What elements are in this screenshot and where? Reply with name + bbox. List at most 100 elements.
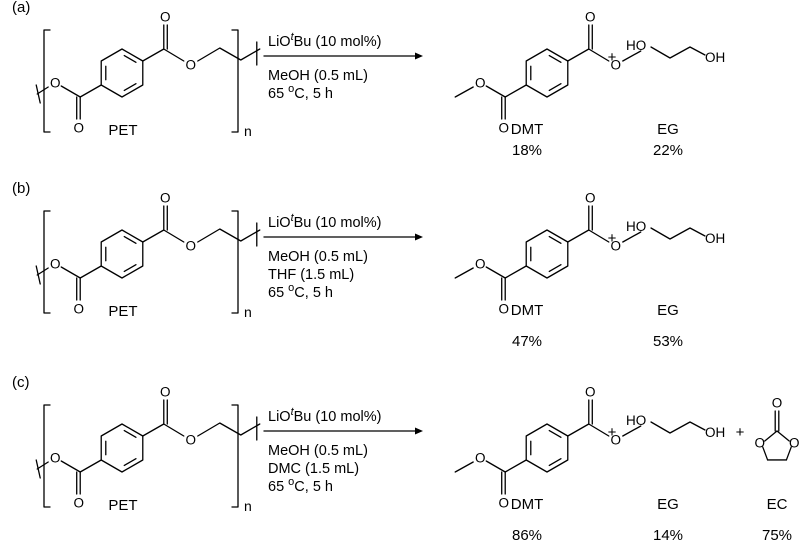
degree-superscript: o bbox=[288, 282, 294, 294]
condition-line: MeOH (0.5 mL) bbox=[268, 68, 368, 84]
ethylene-glycol-chain bbox=[650, 46, 706, 59]
polymer-name: PET bbox=[108, 303, 137, 320]
product-name-eg: EG bbox=[657, 121, 679, 138]
bond bbox=[567, 48, 590, 62]
right-bracket bbox=[231, 210, 239, 314]
polymer-end bbox=[36, 267, 49, 276]
bond bbox=[163, 48, 185, 62]
yield-dmt: 18% bbox=[512, 142, 542, 159]
aromatic-bond bbox=[123, 83, 137, 92]
reagent-superscript: t bbox=[291, 212, 295, 224]
benzene-ring bbox=[525, 423, 569, 473]
ester-oxygen: O bbox=[611, 58, 622, 73]
reagent-text: Bu (10 mol%) bbox=[294, 34, 382, 50]
benzene-ring bbox=[100, 423, 144, 473]
benzene-ring bbox=[100, 48, 144, 98]
benzene-ring bbox=[525, 48, 569, 98]
left-bracket bbox=[43, 210, 51, 314]
degree-superscript: o bbox=[288, 83, 294, 95]
bond bbox=[60, 266, 81, 279]
yield-ec: 75% bbox=[762, 527, 792, 544]
carbonyl-oxygen: O bbox=[772, 396, 783, 411]
wavy-bond-cut bbox=[35, 84, 41, 104]
row-label: (a) bbox=[12, 0, 30, 16]
yield-eg: 14% bbox=[653, 527, 683, 544]
aromatic-bond bbox=[548, 264, 562, 273]
bond bbox=[504, 265, 527, 279]
aromatic-bond bbox=[123, 264, 137, 273]
arrow-head bbox=[415, 52, 423, 60]
bond bbox=[485, 85, 506, 98]
methyl-bond bbox=[622, 231, 642, 243]
product-name-dmt: DMT bbox=[511, 496, 544, 513]
carbonyl-oxygen: O bbox=[498, 121, 509, 136]
aromatic-bond bbox=[548, 235, 562, 244]
row-label: (c) bbox=[12, 374, 30, 391]
bond bbox=[567, 423, 590, 437]
reagent-label: LiOtBu (10 mol%) bbox=[268, 212, 381, 231]
reagent-text: LiO bbox=[268, 215, 291, 231]
yield-dmt: 86% bbox=[512, 527, 542, 544]
yield-eg: 22% bbox=[653, 142, 683, 159]
ester-oxygen: O bbox=[186, 239, 197, 254]
polymer-end bbox=[36, 461, 49, 470]
ethylene-glycol-chain bbox=[650, 227, 706, 240]
carbonyl-oxygen: O bbox=[498, 496, 509, 511]
hydroxyl-label: HO bbox=[626, 219, 646, 234]
carbonyl-oxygen: O bbox=[73, 302, 84, 317]
repeat-subscript-n: n bbox=[244, 304, 252, 320]
hydroxyl-label: HO bbox=[626, 38, 646, 53]
ester-oxygen: O bbox=[50, 76, 61, 91]
product-name-dmt: DMT bbox=[511, 121, 544, 138]
ring-bond bbox=[785, 446, 792, 461]
arrow-head bbox=[415, 427, 423, 435]
hydroxyl-label: OH bbox=[705, 50, 725, 65]
ester-oxygen: O bbox=[611, 433, 622, 448]
carbonyl-oxygen: O bbox=[160, 191, 171, 206]
aromatic-bond bbox=[548, 429, 562, 438]
reagent-label: LiOtBu (10 mol%) bbox=[268, 406, 381, 425]
arrow-head bbox=[415, 233, 423, 241]
plus-sign: + bbox=[736, 424, 745, 441]
bond bbox=[142, 423, 165, 437]
benzene-ring bbox=[525, 229, 569, 279]
carbonyl-oxygen: O bbox=[498, 302, 509, 317]
right-bracket bbox=[231, 29, 239, 133]
product-name-ec: EC bbox=[767, 496, 788, 513]
aromatic-bond bbox=[123, 429, 137, 438]
condition-text: 65 bbox=[268, 479, 288, 495]
bond bbox=[79, 265, 102, 279]
ester-oxygen: O bbox=[611, 239, 622, 254]
aromatic-bond bbox=[548, 54, 562, 63]
wavy-bond-cut bbox=[35, 265, 41, 285]
ester-oxygen: O bbox=[50, 257, 61, 272]
reagent-superscript: t bbox=[291, 31, 295, 43]
plus-sign: + bbox=[608, 49, 617, 66]
repeat-subscript-n: n bbox=[244, 498, 252, 514]
condition-temperature: 65 oC, 5 h bbox=[268, 83, 333, 102]
bond bbox=[60, 460, 81, 473]
bond bbox=[79, 459, 102, 473]
carbonyl-oxygen: O bbox=[585, 10, 596, 25]
ester-oxygen: O bbox=[475, 257, 486, 272]
ring-bond bbox=[764, 430, 778, 442]
left-bracket bbox=[43, 29, 51, 133]
condition-line: MeOH (0.5 mL) bbox=[268, 249, 368, 265]
condition-text: C, 5 h bbox=[294, 479, 333, 495]
methyl-bond bbox=[454, 267, 474, 279]
aromatic-bond bbox=[548, 458, 562, 467]
aromatic-bond bbox=[123, 235, 137, 244]
methyl-bond bbox=[454, 86, 474, 98]
methyl-bond bbox=[622, 425, 642, 437]
polymer-end bbox=[36, 86, 49, 95]
ethylene-glycol-chain bbox=[650, 421, 706, 434]
reagent-text: LiO bbox=[268, 409, 291, 425]
carbonyl-oxygen: O bbox=[160, 385, 171, 400]
carbonyl-oxygen: O bbox=[160, 10, 171, 25]
condition-text: 65 bbox=[268, 285, 288, 301]
bond bbox=[142, 229, 165, 243]
condition-line: THF (1.5 mL) bbox=[268, 267, 354, 283]
ethylene-chain bbox=[197, 422, 261, 437]
